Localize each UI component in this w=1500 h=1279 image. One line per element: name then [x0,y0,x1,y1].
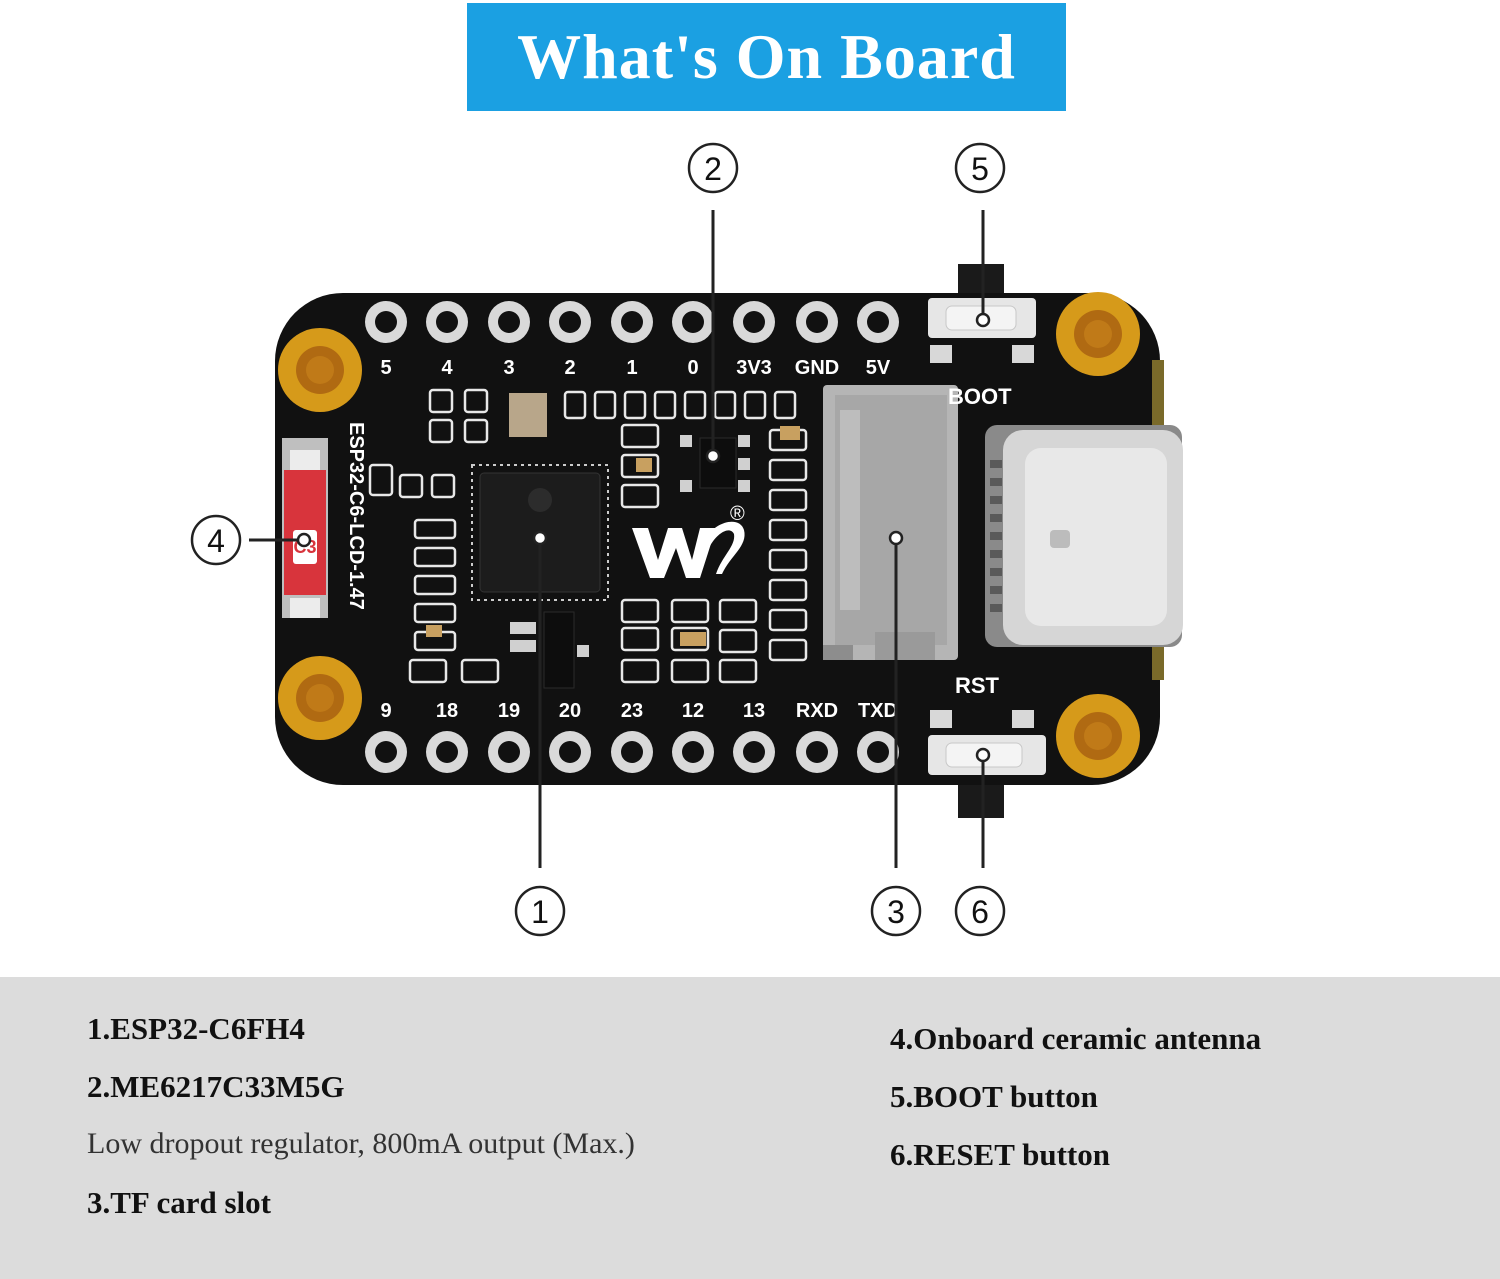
pin-label: 1 [626,357,637,379]
leader-dot-5 [975,312,991,328]
leader-dot-4 [296,532,312,548]
board-diagram: 5 4 3 2 1 0 3V3 GND 5V 9 18 19 20 23 12 … [190,142,1183,937]
callout-number-6: 6 [971,894,989,930]
legend-item-2-description: Low dropout regulator, 800mA output (Max… [87,1127,635,1160]
legend-item-3: 3.TF card slot [87,1185,271,1220]
pin-hole-center [375,741,397,763]
callouts: 1 2 3 4 5 6 [190,142,1006,937]
pin-label: 12 [682,700,704,722]
mounting-holes [278,292,1140,778]
top-pin-labels: 5 4 3 2 1 0 3V3 GND 5V [380,357,890,379]
callout-circle-5 [954,142,1006,194]
pin-label: GND [795,357,839,379]
ldo-regulator [699,437,737,489]
pin-hole-center [498,311,520,333]
pin-label: 3 [503,357,514,379]
pin-hole-center [436,311,458,333]
pin-hole-center [867,311,889,333]
ceramic-antenna: C3 [282,438,328,618]
smd-pads [426,393,800,657]
pin-hole-center [375,311,397,333]
board-silkscreen-name: ESP32-C6-LCD-1.47 [345,422,367,610]
pin-hole-center [621,741,643,763]
reset-button-stem [958,780,1004,818]
callout-circle-1 [514,885,566,937]
pin-label: 23 [621,700,643,722]
pin-label: 0 [687,357,698,379]
callout-circle-3 [870,885,922,937]
callout-number-4: 4 [207,523,225,559]
pin-hole-center [806,741,828,763]
callout-number-1: 1 [531,894,549,930]
boot-label: BOOT [948,384,1012,409]
callout-circle-6 [954,885,1006,937]
pin-hole-center [559,311,581,333]
tf-card-slot [823,385,958,660]
rst-label: RST [955,673,1000,698]
pin-label: 9 [380,700,391,722]
pin-label: 4 [441,357,453,379]
pin-hole-center [867,741,889,763]
legend-item-5: 5.BOOT button [890,1079,1098,1114]
pin-label: 20 [559,700,581,722]
pin-label: 3V3 [736,357,772,379]
page-title: What's On Board [517,21,1016,92]
pin-hole-center [682,311,704,333]
callout-number-3: 3 [887,894,905,930]
pin-label: 5 [380,357,391,379]
pin-hole-center [806,311,828,333]
pin-hole-center [498,741,520,763]
top-pin-holes [365,301,899,343]
pin-label: 19 [498,700,520,722]
pin-label: 18 [436,700,458,722]
pin-hole-center [436,741,458,763]
pin-label: TXD [858,700,898,722]
legend-item-2: 2.ME6217C33M5G [87,1069,345,1104]
pin-hole-center [743,311,765,333]
leader-lines [249,210,985,868]
legend-panel: 1.ESP32-C6FH4 2.ME6217C33M5G Low dropout… [0,977,1500,1279]
leader-dot-3 [888,530,904,546]
pin-hole-center [743,741,765,763]
usb-c-connector [985,425,1183,647]
callout-circle-2 [687,142,739,194]
pin-label: RXD [796,700,838,722]
pin-hole-center [682,741,704,763]
registered-mark: ® [730,503,745,525]
title-banner: What's On Board [467,3,1066,111]
leader-dot-6 [975,747,991,763]
waveshare-logo: ® [632,503,745,578]
callout-number-2: 2 [704,151,722,187]
callout-circle-4 [190,514,242,566]
leader-dot-2 [705,448,721,464]
legend-item-4: 4.Onboard ceramic antenna [890,1021,1262,1056]
leader-dot-1 [532,530,548,546]
bottom-pin-labels: 9 18 19 20 23 12 13 RXD TXD [380,700,898,722]
silkscreen-components [368,388,808,684]
legend-item-1: 1.ESP32-C6FH4 [87,1011,305,1046]
pin-label: 13 [743,700,765,722]
pin-label: 5V [866,357,891,379]
pin-label: 2 [564,357,575,379]
small-ic [543,611,575,689]
bottom-pin-holes [365,731,899,773]
legend-item-6: 6.RESET button [890,1137,1110,1172]
pin-hole-center [559,741,581,763]
pin-hole-center [621,311,643,333]
callout-number-5: 5 [971,151,989,187]
